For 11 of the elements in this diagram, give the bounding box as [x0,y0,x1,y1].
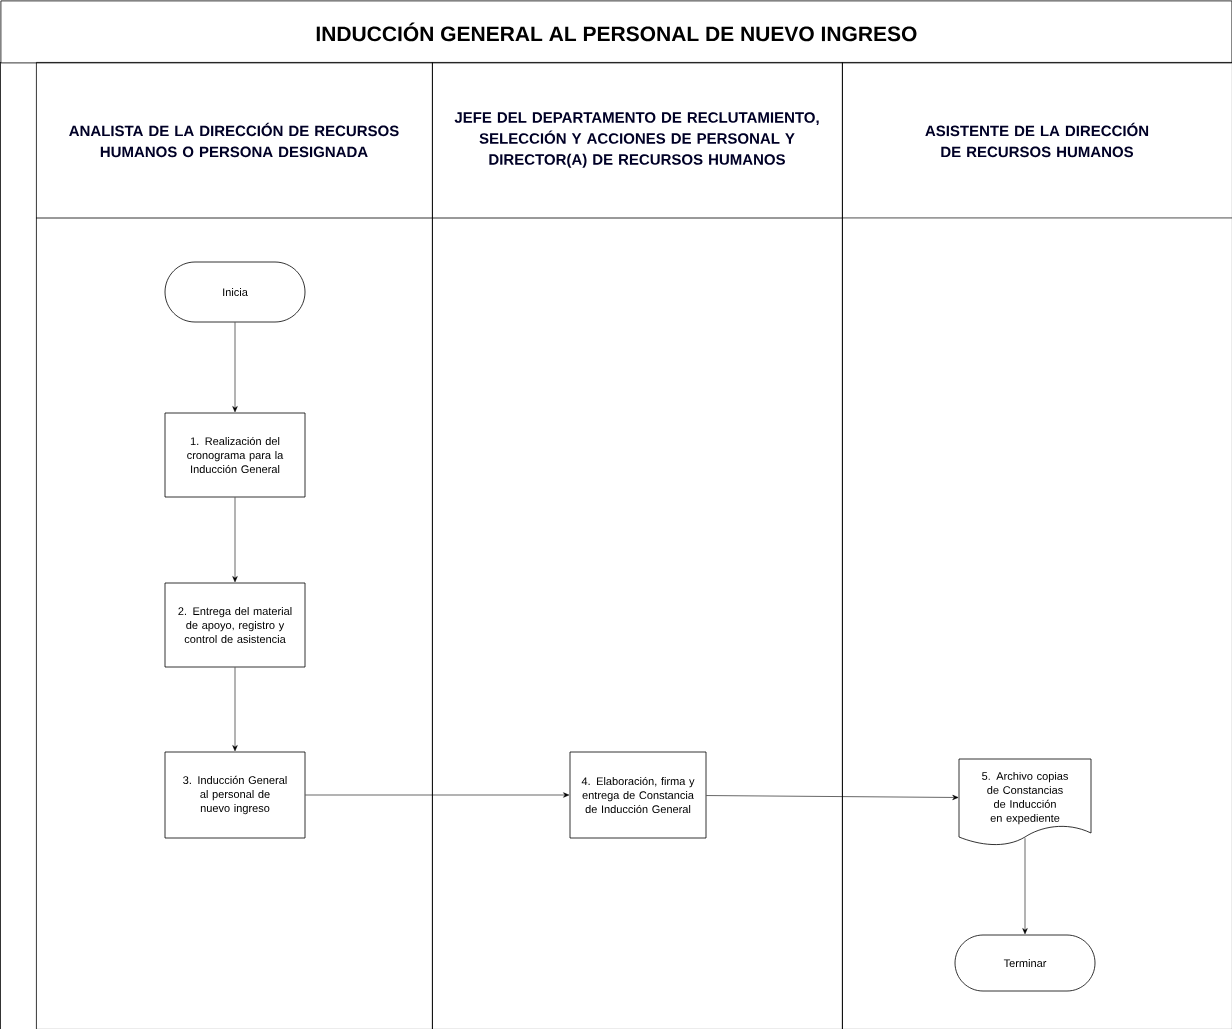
arrow [232,322,238,413]
process-box: 3. Inducción General al personal de nuevo ingreso [164,751,306,839]
arrow [1022,837,1028,935]
arrow [706,794,959,801]
process-box: 2. Entrega del material de apoyo, registro y control de asistencia [164,582,306,668]
arrow [232,497,238,583]
process-box: 1. Realización del cronograma para la Inducción General [164,412,306,498]
process-box: 4. Elaboración, firma y entrega de Constancia de Inducción General [569,751,707,839]
arrow [305,792,570,798]
title-bar: INDUCCIÓN GENERAL AL PERSONAL DE NUEVO INGRESO [0,0,1232,64]
arrow [232,667,238,752]
